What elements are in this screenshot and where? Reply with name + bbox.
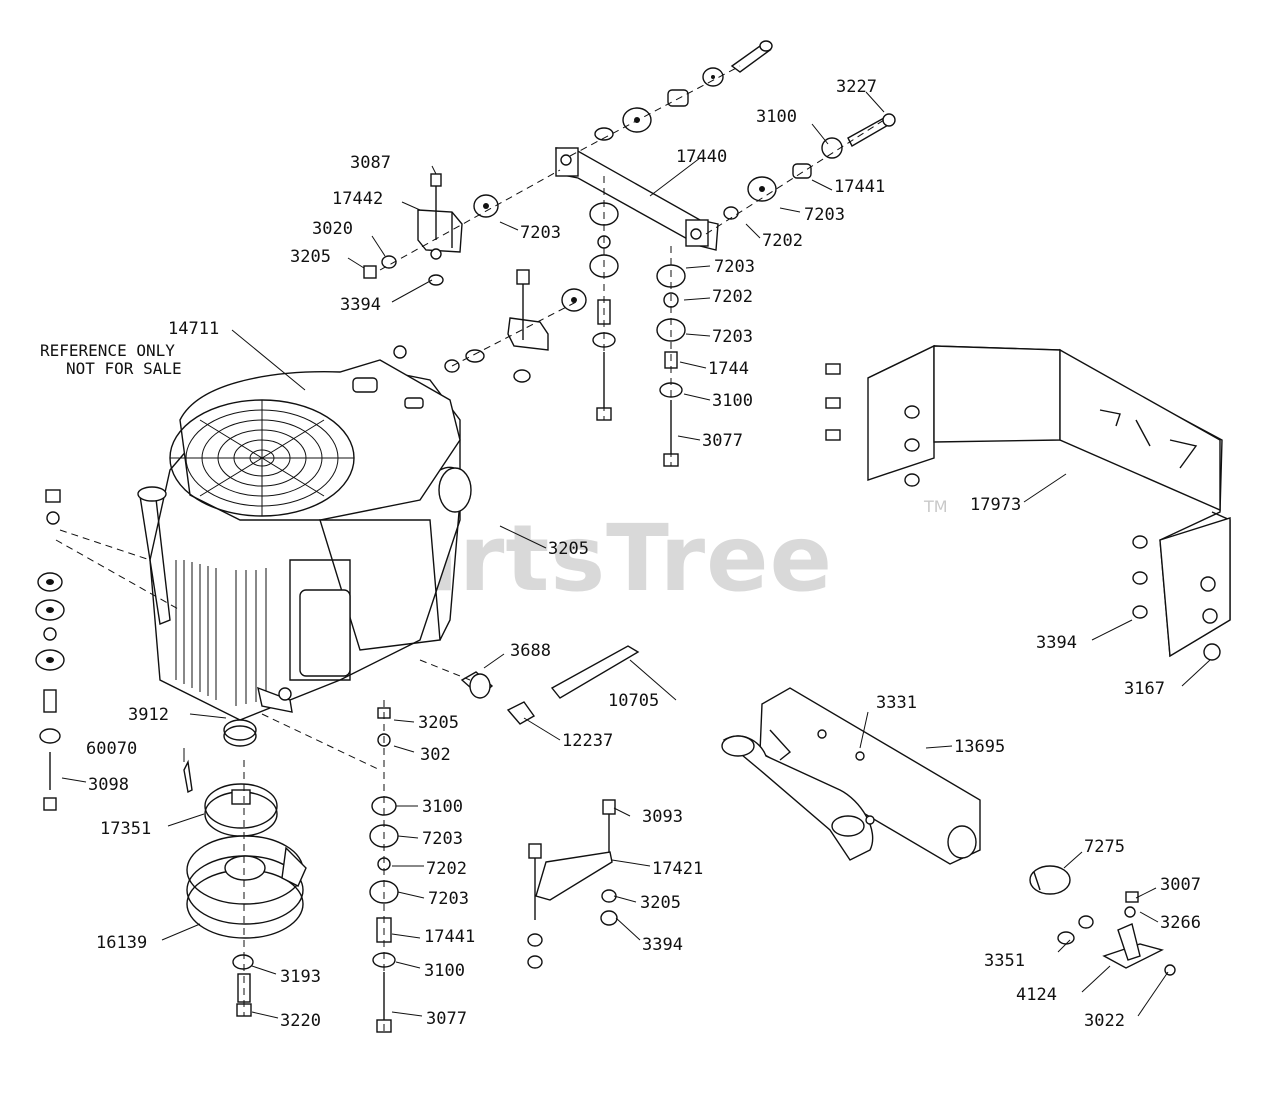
linkage-bracket	[527, 799, 618, 969]
label-3205-a: 3205	[290, 247, 331, 267]
label-3394-c: 3394	[642, 935, 683, 955]
clutch-assembly	[183, 713, 381, 1017]
label-7203-f: 7203	[428, 889, 469, 909]
label-3331: 3331	[876, 693, 917, 713]
label-3022: 3022	[1084, 1011, 1125, 1031]
leader-lines	[61, 91, 1211, 1019]
label-7202-b: 7202	[712, 287, 753, 307]
label-3688: 3688	[510, 641, 551, 661]
label-7202-a: 7202	[762, 231, 803, 251]
label-3205-d: 3205	[640, 893, 681, 913]
label-3100-c: 3100	[422, 797, 463, 817]
front-bracket-assembly	[363, 40, 896, 467]
label-302: 302	[420, 745, 451, 765]
label-1744: 1744	[708, 359, 749, 379]
label-10705: 10705	[608, 691, 659, 711]
label-3087: 3087	[350, 153, 391, 173]
label-17441-b: 17441	[424, 927, 475, 947]
label-3098: 3098	[88, 775, 129, 795]
label-4124: 4124	[1016, 985, 1057, 1005]
muffler	[721, 687, 981, 865]
label-3227: 3227	[836, 77, 877, 97]
rear-shield	[825, 344, 1231, 661]
label-3193: 3193	[280, 967, 321, 987]
label-3912: 3912	[128, 705, 169, 725]
engine-assembly	[137, 329, 472, 721]
label-17442: 17442	[332, 189, 383, 209]
label-17973: 17973	[970, 495, 1021, 515]
label-3007: 3007	[1160, 875, 1201, 895]
label-3167: 3167	[1124, 679, 1165, 699]
label-3220: 3220	[280, 1011, 321, 1031]
label-17421: 17421	[652, 859, 703, 879]
label-7203-b: 7203	[804, 205, 845, 225]
label-3077-a: 3077	[702, 431, 743, 451]
watermark-trademark: TM	[923, 497, 948, 516]
fuel-fittings	[419, 645, 640, 725]
label-60070: 60070	[86, 739, 137, 759]
label-3077-b: 3077	[426, 1009, 467, 1029]
label-3100-d: 3100	[424, 961, 465, 981]
label-7275: 7275	[1084, 837, 1125, 857]
reference-note-line1: REFERENCE ONLY	[40, 341, 175, 360]
label-16139: 16139	[96, 933, 147, 953]
reference-note-line2: NOT FOR SALE	[66, 359, 182, 378]
part-labels: 3227 3100 17440 3087 17442 3020 3205 339…	[86, 77, 1201, 1031]
label-3100-b: 3100	[712, 391, 753, 411]
label-3394-a: 3394	[340, 295, 381, 315]
label-17440: 17440	[676, 147, 727, 167]
label-12237: 12237	[562, 731, 613, 751]
label-3266: 3266	[1160, 913, 1201, 933]
label-7203-e: 7203	[422, 829, 463, 849]
label-17441-a: 17441	[834, 177, 885, 197]
label-3205-c: 3205	[418, 713, 459, 733]
label-3093: 3093	[642, 807, 683, 827]
label-7203-c: 7203	[714, 257, 755, 277]
left-mount-stack	[35, 489, 181, 811]
lower-right-parts	[1029, 865, 1176, 976]
label-3020: 3020	[312, 219, 353, 239]
label-14711: 14711	[168, 319, 219, 339]
label-7203-a: 7203	[520, 223, 561, 243]
label-3394-b: 3394	[1036, 633, 1077, 653]
label-3351: 3351	[984, 951, 1025, 971]
label-17351: 17351	[100, 819, 151, 839]
label-13695: 13695	[954, 737, 1005, 757]
label-7203-d: 7203	[712, 327, 753, 347]
label-3100-top: 3100	[756, 107, 797, 127]
label-7202-c: 7202	[426, 859, 467, 879]
label-3205-b: 3205	[548, 539, 589, 559]
